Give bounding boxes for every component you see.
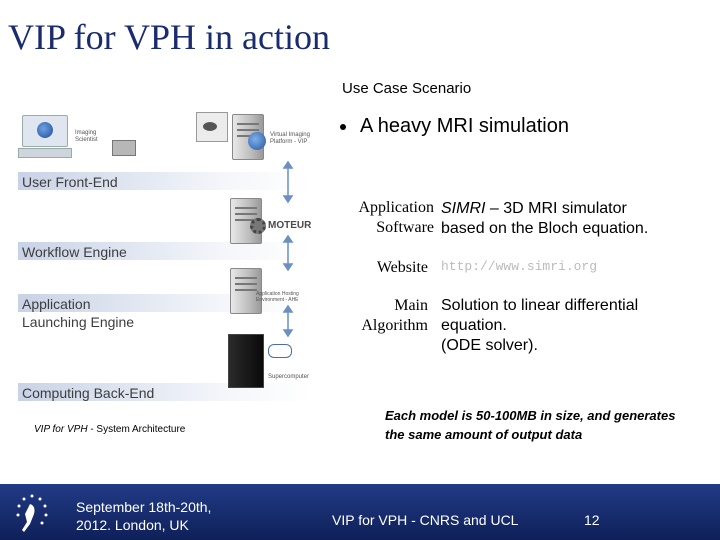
bullet-text: A heavy MRI simulation bbox=[360, 115, 569, 137]
application-software-value: SIMRI – 3D MRI simulator based on the Bl… bbox=[441, 199, 648, 239]
layer-application-launching-engine: Application Launching Engine bbox=[22, 296, 135, 330]
globe-icon bbox=[37, 122, 53, 138]
layer-computing-back-end: Computing Back-End bbox=[22, 385, 155, 401]
simri-description: – 3D MRI simulator based on the Bloch eq… bbox=[441, 200, 649, 237]
connector-arrows bbox=[282, 160, 294, 338]
supercomputer-label: Supercomputer bbox=[268, 374, 310, 380]
footer-bar: September 18th-20th, 2012. London, UK VI… bbox=[0, 484, 720, 540]
supercomputer-icon bbox=[228, 334, 264, 388]
vph-logo-icon bbox=[16, 494, 48, 532]
prace-logo-icon bbox=[268, 344, 292, 358]
workstation-monitor-icon bbox=[22, 115, 68, 147]
front-end-band bbox=[18, 172, 312, 190]
main-algorithm-label: Main Algorithm bbox=[361, 297, 428, 334]
bullet-dot-icon bbox=[340, 123, 346, 130]
footer-dates: September 18th-20th, 2012. London, UK bbox=[76, 499, 212, 533]
portal-globe-icon bbox=[248, 132, 266, 150]
application-software-label: Application Software bbox=[358, 199, 434, 236]
hosting-server-icon bbox=[230, 268, 262, 314]
main-algorithm-value: Solution to linear differential equation… bbox=[441, 297, 639, 354]
slide-title: VIP for VPH in action bbox=[8, 17, 330, 57]
diagram-caption: VIP for VPH - System Architecture bbox=[34, 424, 185, 435]
caption-italic: VIP for VPH bbox=[34, 424, 88, 435]
workstation-base-icon bbox=[18, 148, 72, 158]
moteur-logo: MOTEUR bbox=[268, 220, 312, 231]
caption-rest: - System Architecture bbox=[87, 424, 186, 435]
imaging-scientist-label: Imaging Scientist bbox=[75, 130, 98, 143]
website-link[interactable]: http://www.simri.org bbox=[441, 259, 598, 274]
page-number: 12 bbox=[584, 512, 600, 528]
layer-user-front-end: User Front-End bbox=[22, 174, 118, 190]
hosting-environment-label: Application Hosting Environment - AHE bbox=[256, 291, 299, 303]
vip-portal-label: Virtual Imaging Platform - VIP bbox=[270, 132, 310, 145]
terminal-icon bbox=[112, 140, 136, 156]
workflow-band bbox=[18, 242, 312, 260]
footer-organization: VIP for VPH - CNRS and UCL bbox=[332, 512, 519, 528]
slide-subtitle: Use Case Scenario bbox=[342, 80, 472, 97]
website-label: Website bbox=[376, 259, 428, 276]
data-size-note: Each model is 50-100MB in size, and gene… bbox=[385, 408, 676, 442]
simri-name: SIMRI bbox=[441, 200, 486, 217]
gear-icon bbox=[250, 218, 266, 234]
bullet-item: A heavy MRI simulation bbox=[340, 115, 569, 138]
camera-icon bbox=[203, 122, 217, 131]
document-icon bbox=[196, 112, 228, 142]
layer-workflow-engine: Workflow Engine bbox=[22, 244, 127, 260]
